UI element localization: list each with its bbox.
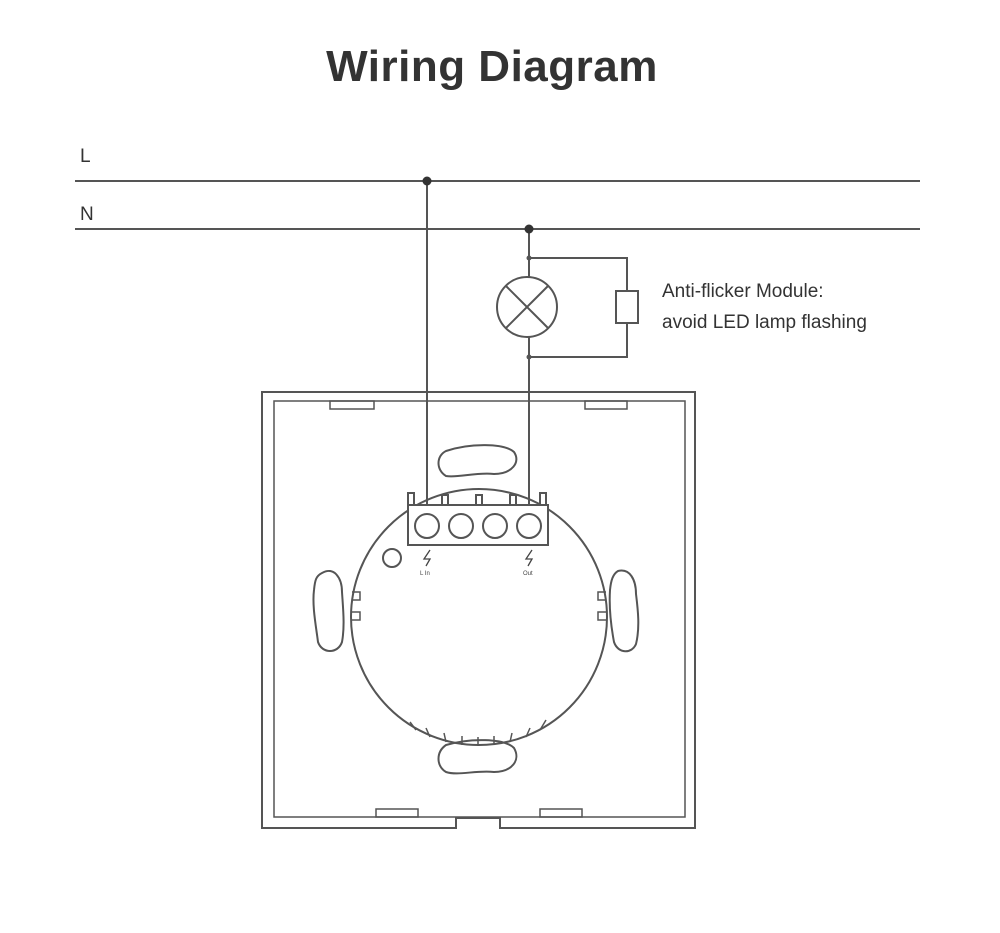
terminal-screw-out xyxy=(516,513,542,539)
neutral-wire-label: N xyxy=(80,204,94,225)
live-wire-label: L xyxy=(80,146,91,167)
live-junction-dot xyxy=(422,176,432,186)
mounting-slot-bottom xyxy=(437,739,518,775)
lightning-icon-lin xyxy=(422,549,432,567)
plate-clip-top-left xyxy=(329,400,375,410)
plate-clip-bottom-left xyxy=(375,808,419,818)
module-tooth-row xyxy=(409,719,547,746)
terminal-block xyxy=(407,492,549,546)
side-tabs-left xyxy=(352,591,361,621)
mounting-slot-left xyxy=(312,570,345,652)
terminal-screw-2 xyxy=(448,513,474,539)
switch-module-body xyxy=(350,488,608,746)
lamp-icon xyxy=(496,276,558,338)
terminal-label-out: Out xyxy=(523,571,533,577)
terminal-label-lin: L In xyxy=(420,571,430,577)
module-hole xyxy=(382,548,402,568)
anti-flicker-note: Anti-flicker Module: avoid LED lamp flas… xyxy=(662,276,867,338)
plate-clip-top-right xyxy=(584,400,628,410)
note-line-1: Anti-flicker Module: xyxy=(662,281,824,302)
anti-flicker-module-icon xyxy=(615,290,639,324)
neutral-junction-dot xyxy=(524,224,534,234)
lightning-icon-out xyxy=(524,549,534,567)
branch-junction-bottom xyxy=(526,354,532,360)
note-line-2: avoid LED lamp flashing xyxy=(662,312,867,333)
branch-junction-top xyxy=(526,255,532,261)
mounting-slot-right xyxy=(608,569,640,653)
switch-plate xyxy=(261,391,696,829)
terminal-screw-lin xyxy=(414,513,440,539)
page-title: Wiring Diagram xyxy=(326,42,658,91)
side-tabs-right xyxy=(597,591,606,621)
plate-clip-bottom-right xyxy=(539,808,583,818)
terminal-screw-3 xyxy=(482,513,508,539)
mounting-slot-top xyxy=(437,444,518,478)
